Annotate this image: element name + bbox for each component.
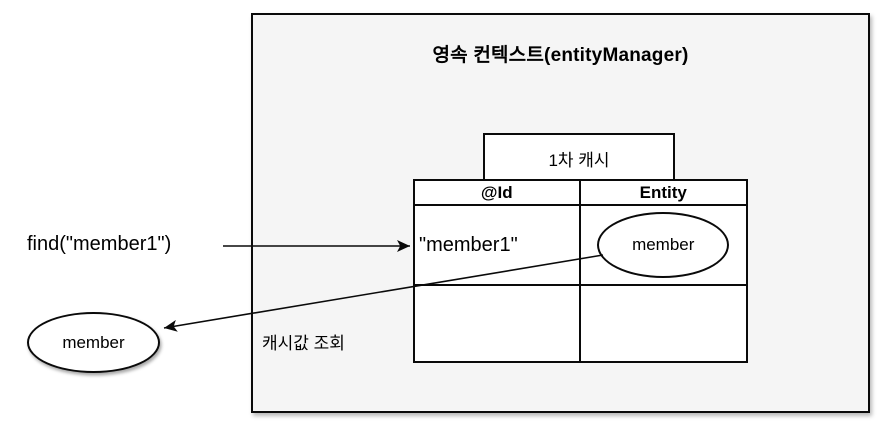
find-call-label: find("member1") — [27, 233, 172, 255]
table-header-id: @Id — [415, 181, 581, 206]
table-row2-entity-cell — [581, 286, 747, 361]
member-entity-ellipse: member — [597, 212, 730, 278]
result-member-label: member — [62, 332, 125, 352]
cache-table: @Id Entity "member1" member — [413, 179, 748, 363]
table-header-entity: Entity — [580, 181, 746, 206]
result-member-ellipse: member — [27, 312, 160, 373]
table-header-id-label: @Id — [480, 182, 513, 202]
persistence-context-title: 영속 컨텍스트(entityManager) — [432, 45, 689, 66]
table-row1-id-value: "member1" — [419, 233, 518, 256]
table-header-entity-label: Entity — [639, 182, 687, 202]
cache-lookup-label: 캐시값 조회 — [262, 334, 345, 353]
first-level-cache-label: 1차 캐시 — [548, 150, 610, 170]
table-row1-entity-cell: member — [580, 206, 746, 286]
first-level-cache-box: 1차 캐시 — [483, 133, 675, 183]
member-entity-label: member — [632, 235, 695, 254]
table-row2-id-cell — [415, 286, 581, 361]
table-row1-id-cell: "member1" — [415, 206, 581, 286]
